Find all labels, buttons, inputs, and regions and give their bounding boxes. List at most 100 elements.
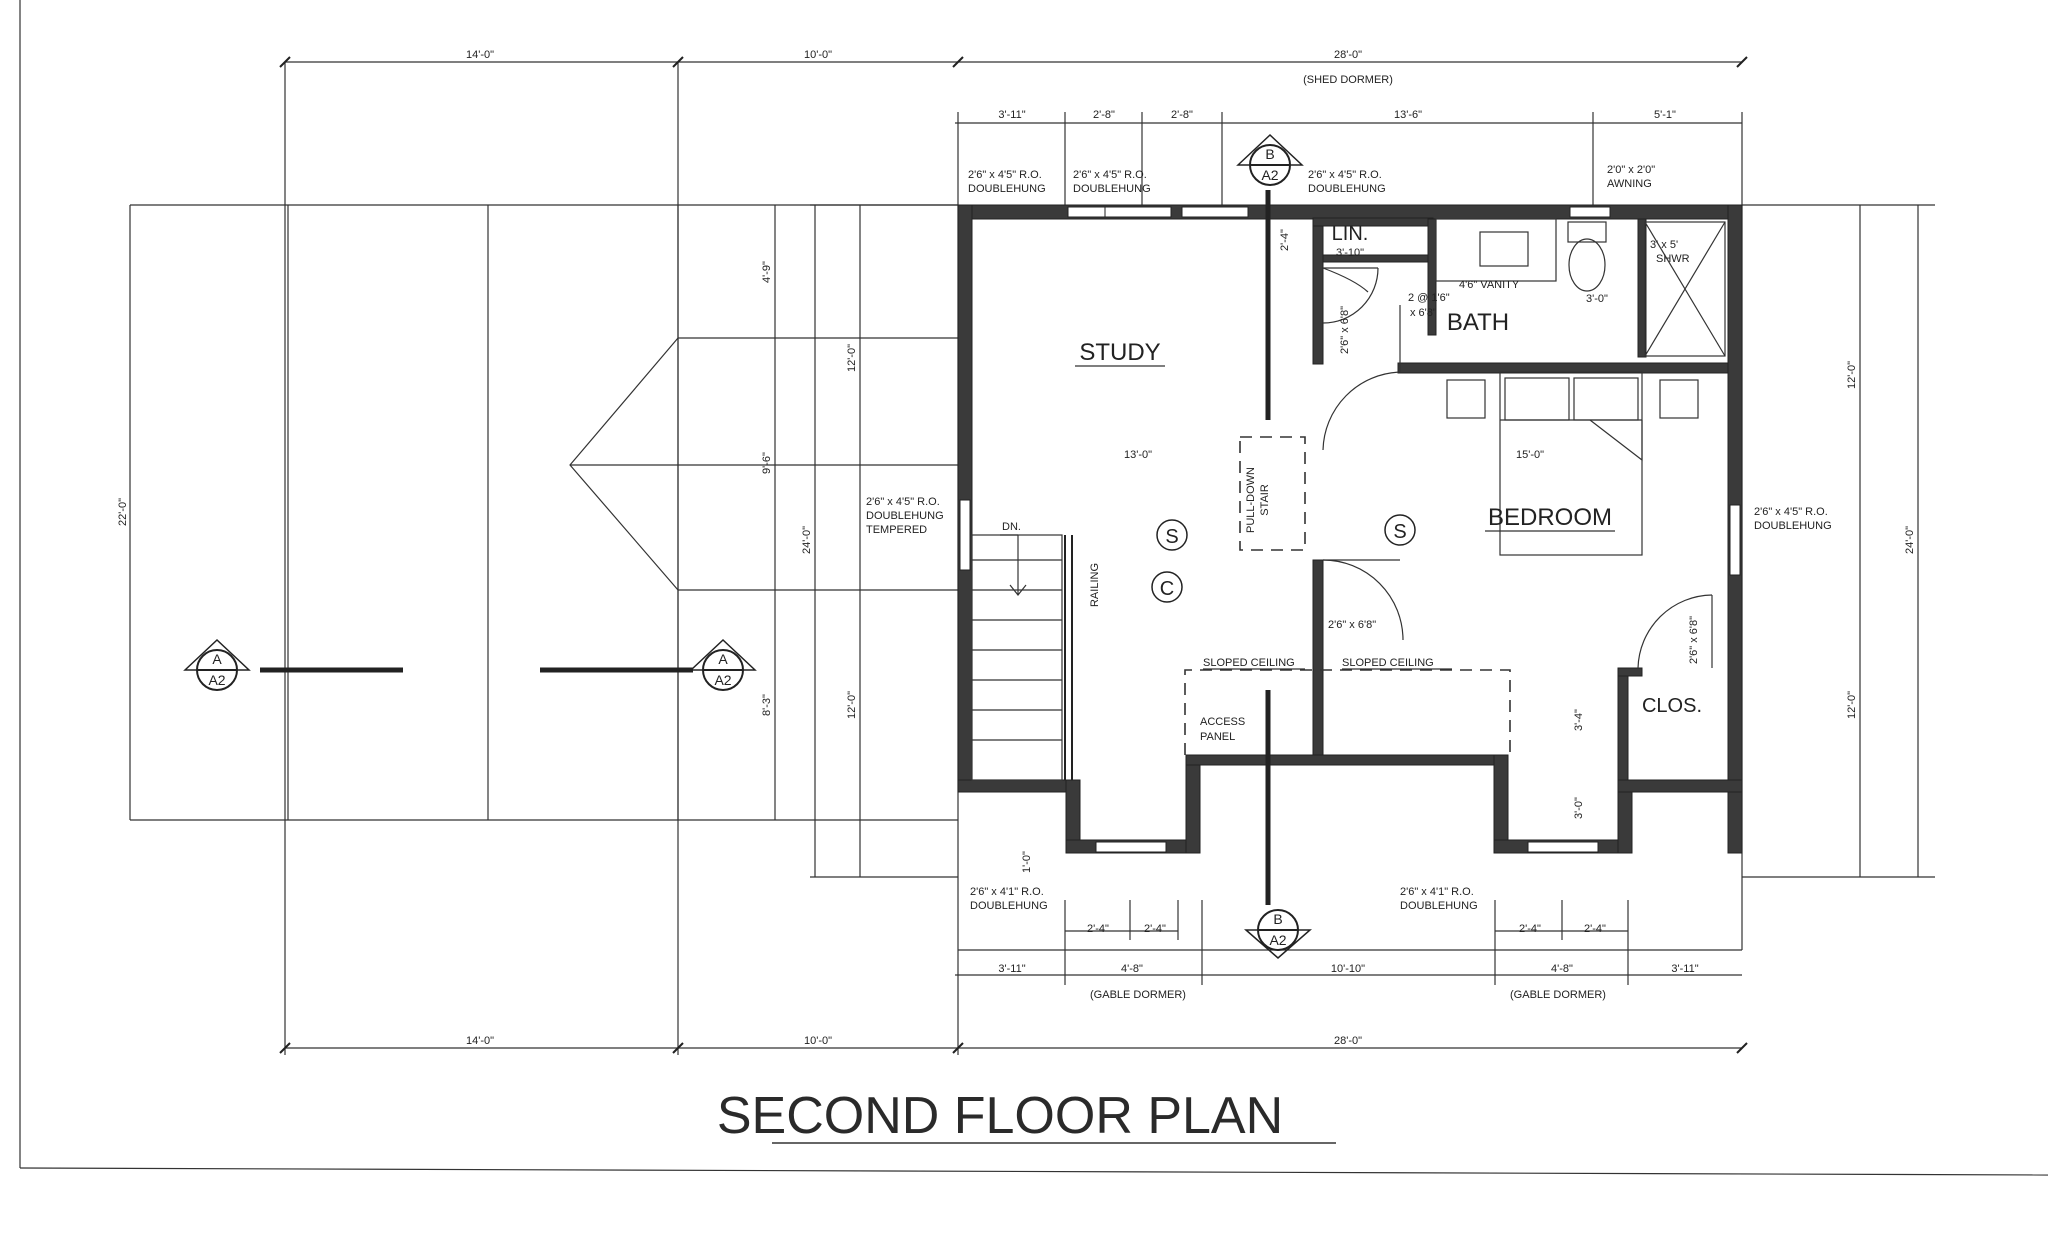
- dim-bot-2-4b: 2'-4": [1144, 923, 1166, 935]
- note-bath-door-size: 2 @ 1'6": [1408, 292, 1450, 304]
- note-bedroom-door: 2'6" x 6'8": [1328, 619, 1376, 631]
- note-window-left-tempered: TEMPERED: [866, 524, 927, 536]
- note-window-top-2-type: DOUBLEHUNG: [1073, 183, 1151, 195]
- room-label-clos: CLOS.: [1642, 695, 1702, 717]
- dim-bot-10: 10'-0": [804, 1035, 832, 1047]
- section-b-top-letter: B: [1265, 146, 1274, 162]
- note-stair-down: DN.: [1002, 521, 1021, 533]
- doors: [1322, 267, 1713, 669]
- note-sloped-ceiling-1: SLOPED CEILING: [1203, 657, 1295, 669]
- dim-int-13: 13'-0": [1124, 449, 1152, 461]
- dim-gable-dormer-b: (GABLE DORMER): [1510, 989, 1606, 1001]
- dim-bot-4-8a: 4'-8": [1121, 963, 1143, 975]
- section-marker-b-top: B A2: [1236, 133, 1304, 186]
- dim-int-2-4: 2'-4": [1279, 229, 1291, 251]
- note-sloped-ceiling-2: SLOPED CEILING: [1342, 657, 1434, 669]
- dim-bot-4-8b: 4'-8": [1551, 963, 1573, 975]
- dim-shed-dormer: (SHED DORMER): [1303, 74, 1393, 86]
- note-vanity: 4'6" VANITY: [1459, 279, 1520, 291]
- dim-top-28: 28'-0": [1334, 49, 1362, 61]
- note-window-right-size: 2'6" x 4'5" R.O.: [1754, 506, 1828, 518]
- dim-bot-28: 28'-0": [1334, 1035, 1362, 1047]
- section-marker-a-left: A A2: [183, 638, 251, 691]
- dimension-lines: [129, 56, 1919, 1054]
- windows: [959, 206, 1741, 853]
- section-a-left-sheet: A2: [208, 672, 225, 688]
- note-pulldown: PULL-DOWN: [1245, 467, 1257, 533]
- stair: [971, 534, 1073, 781]
- note-window-top-2-size: 2'6" x 4'5" R.O.: [1073, 169, 1147, 181]
- smoke-detector-1: S: [1165, 526, 1178, 548]
- note-window-top-3-size: 2'6" x 4'5" R.O.: [1308, 169, 1382, 181]
- dim-left-8-3: 8'-3": [761, 694, 773, 716]
- section-cut-lines: [260, 190, 1271, 905]
- pull-down-stair-outline: [1239, 436, 1306, 551]
- dim-clos-3-0: 3'-0": [1573, 797, 1585, 819]
- sloped-ceiling-line: [1184, 669, 1511, 755]
- dim-top-2-8b: 2'-8": [1171, 109, 1193, 121]
- annotation-notes: 2'6" x 4'5" R.O. DOUBLEHUNG 2'6" x 4'5" …: [866, 164, 1832, 912]
- section-b-bottom-letter: B: [1273, 911, 1282, 927]
- dim-left-9-6: 9'-6": [761, 452, 773, 474]
- note-window-bottom-1-type: DOUBLEHUNG: [970, 900, 1048, 912]
- room-labels: STUDY BATH BEDROOM LIN. CLOS.: [1075, 223, 1702, 717]
- dim-right-24: 24'-0": [1904, 526, 1916, 554]
- section-marker-a-right: A A2: [689, 638, 757, 691]
- dim-left-24: 24'-0": [801, 526, 813, 554]
- section-b-bottom-sheet: A2: [1269, 932, 1286, 948]
- note-pulldown-stair: STAIR: [1259, 484, 1271, 516]
- dim-top-2-8a: 2'-8": [1093, 109, 1115, 121]
- dim-right-12b: 12'-0": [1846, 691, 1858, 719]
- note-window-bottom-2-type: DOUBLEHUNG: [1400, 900, 1478, 912]
- dim-top-5-1: 5'-1": [1654, 109, 1676, 121]
- dim-top-14: 14'-0": [466, 49, 494, 61]
- dim-left-22: 22'-0": [117, 498, 129, 526]
- note-window-right-type: DOUBLEHUNG: [1754, 520, 1832, 532]
- note-window-top-1-type: DOUBLEHUNG: [968, 183, 1046, 195]
- dim-left-12a: 12'-0": [846, 344, 858, 372]
- note-railing: RAILING: [1089, 563, 1101, 607]
- dim-bot-10-10: 10'-10": [1331, 963, 1365, 975]
- room-label-study: STUDY: [1079, 339, 1160, 366]
- detector-symbols: S S C: [1151, 514, 1416, 603]
- note-window-left-size: 2'6" x 4'5" R.O.: [866, 496, 940, 508]
- dim-bot-2-4d: 2'-4": [1584, 923, 1606, 935]
- dim-left-4-9: 4'-9": [761, 261, 773, 283]
- section-a-left-letter: A: [212, 651, 222, 667]
- note-shower-label: SHWR: [1656, 253, 1690, 265]
- dim-bot-2-4c: 2'-4": [1519, 923, 1541, 935]
- section-b-top-sheet: A2: [1261, 167, 1278, 183]
- drawing-title: SECOND FLOOR PLAN: [717, 1087, 1336, 1145]
- room-label-lin: LIN.: [1332, 223, 1369, 245]
- dim-gable-dormer-a: (GABLE DORMER): [1090, 989, 1186, 1001]
- co-detector: C: [1160, 578, 1174, 600]
- note-access-panel: ACCESS: [1200, 716, 1245, 728]
- note-clos-door: 2'6" x 6'8": [1688, 616, 1700, 664]
- dim-top-10: 10'-0": [804, 49, 832, 61]
- sheet-border: [19, 0, 2048, 1176]
- dim-right-12a: 12'-0": [1846, 361, 1858, 389]
- dim-clos-3-4: 3'-4": [1573, 709, 1585, 731]
- note-awning-type: AWNING: [1607, 178, 1652, 190]
- dim-bath-3-0: 3'-0": [1586, 293, 1608, 305]
- smoke-detector-2: S: [1393, 521, 1406, 543]
- room-label-bedroom: BEDROOM: [1488, 504, 1612, 531]
- section-a-right-letter: A: [718, 651, 728, 667]
- note-window-bottom-2-size: 2'6" x 4'1" R.O.: [1400, 886, 1474, 898]
- note-shower-size: 3' x 5': [1650, 239, 1678, 251]
- note-access-panel-2: PANEL: [1200, 731, 1235, 743]
- note-window-top-1-size: 2'6" x 4'5" R.O.: [968, 169, 1042, 181]
- bath-fixtures: [1435, 218, 1726, 357]
- room-label-bath: BATH: [1447, 309, 1509, 336]
- dim-lin-3-10: 3'-10": [1336, 247, 1364, 259]
- note-lin-door: 2'6" x 6'8": [1339, 306, 1351, 354]
- section-marker-b-bottom: B A2: [1244, 909, 1312, 959]
- interior-walls: [1312, 217, 1729, 781]
- plan-title: SECOND FLOOR PLAN: [717, 1087, 1283, 1145]
- section-a-right-sheet: A2: [714, 672, 731, 688]
- note-window-top-3-type: DOUBLEHUNG: [1308, 183, 1386, 195]
- dim-bot-3-11a: 3'-11": [998, 963, 1025, 975]
- dim-bot-3-11b: 3'-11": [1671, 963, 1698, 975]
- dim-int-15: 15'-0": [1516, 449, 1544, 461]
